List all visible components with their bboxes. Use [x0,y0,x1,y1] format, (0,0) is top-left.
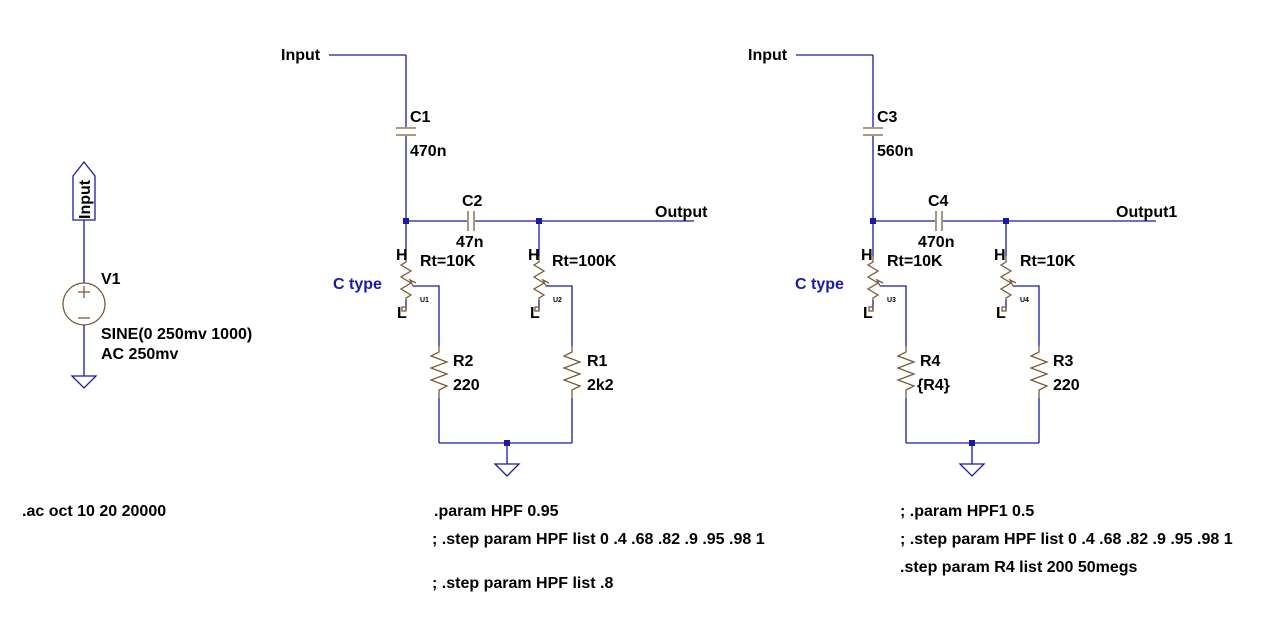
r4-value: {R4} [917,377,950,394]
r3-name: R3 [1053,353,1074,370]
u2-ref: U2 [553,297,562,304]
v1-ac: AC 250mv [101,346,178,363]
u1-type-label: C type [333,276,382,293]
left-directive-3[interactable]: ; .step param HPF list .8 [432,575,613,592]
capacitor-c3[interactable] [863,127,883,136]
left-circuit: Input Output C1 470n C2 47n H Rt=10K C t… [281,47,765,592]
right-circuit: Input Output1 C3 560n C4 470n H Rt=10K C… [748,47,1233,576]
u4-rt: Rt=10K [1020,253,1076,270]
input-port-flag [72,160,96,221]
ground-icon [70,375,98,389]
r1-name: R1 [587,353,608,370]
ground-icon [958,463,986,477]
u1-l-label: L [397,305,407,322]
u1-ref: U1 [420,297,429,304]
r2-value: 220 [453,377,480,394]
v1-value: SINE(0 250mv 1000) [101,326,252,343]
junction-dot [536,218,542,224]
c2-name: C2 [462,193,483,210]
c1-name: C1 [410,109,431,126]
right-input-label: Input [748,47,788,64]
c3-value: 560n [877,143,913,160]
capacitor-c4[interactable] [935,211,943,231]
c1-value: 470n [410,143,446,160]
u1-rt: Rt=10K [420,253,476,270]
capacitor-c1[interactable] [396,127,416,136]
c2-value: 47n [456,234,484,251]
r1-value: 2k2 [587,377,614,394]
junction-dot [1003,218,1009,224]
right-directive-1[interactable]: ; .param HPF1 0.5 [900,503,1034,520]
junction-dot [969,440,975,446]
left-input-label: Input [281,47,321,64]
c4-value: 470n [918,234,954,251]
r3-value: 220 [1053,377,1080,394]
u4-ref: U4 [1020,297,1029,304]
capacitor-c2[interactable] [467,211,475,231]
resistor-r2[interactable] [429,346,449,398]
u3-h-label: H [861,247,873,264]
u3-type-label: C type [795,276,844,293]
c4-name: C4 [928,193,949,210]
c3-name: C3 [877,109,898,126]
r2-name: R2 [453,353,474,370]
u1-h-label: H [396,247,408,264]
u2-h-label: H [528,247,540,264]
input-port-label: Input [77,179,94,219]
junction-dot [504,440,510,446]
right-directive-3[interactable]: .step param R4 list 200 50megs [900,559,1138,576]
left-directive-2[interactable]: ; .step param HPF list 0 .4 .68 .82 .9 .… [432,531,765,548]
u4-l-label: L [996,305,1006,322]
left-directive-1[interactable]: .param HPF 0.95 [434,503,559,520]
potentiometer-u1[interactable] [399,256,417,312]
u3-rt: Rt=10K [887,253,943,270]
left-output-label: Output [655,204,708,221]
right-directive-2[interactable]: ; .step param HPF list 0 .4 .68 .82 .9 .… [900,531,1233,548]
r4-name: R4 [920,353,941,370]
source-v1[interactable]: Input V1 SINE(0 250mv 1000) AC 250mv [62,160,252,389]
u2-l-label: L [530,305,540,322]
u3-ref: U3 [887,297,896,304]
u3-l-label: L [863,305,873,322]
ground-icon [493,463,521,477]
potentiometer-u2[interactable] [532,256,550,312]
ac-directive[interactable]: .ac oct 10 20 20000 [22,503,166,520]
right-output-label: Output1 [1116,204,1177,221]
junction-dot [870,218,876,224]
potentiometer-u3[interactable] [866,256,884,312]
v1-name: V1 [101,271,121,288]
potentiometer-u4[interactable] [999,256,1017,312]
u4-h-label: H [994,247,1006,264]
resistor-r3[interactable] [1029,346,1049,398]
u2-rt: Rt=100K [552,253,617,270]
resistor-r4[interactable] [896,346,916,398]
junction-dot [403,218,409,224]
resistor-r1[interactable] [562,346,582,398]
